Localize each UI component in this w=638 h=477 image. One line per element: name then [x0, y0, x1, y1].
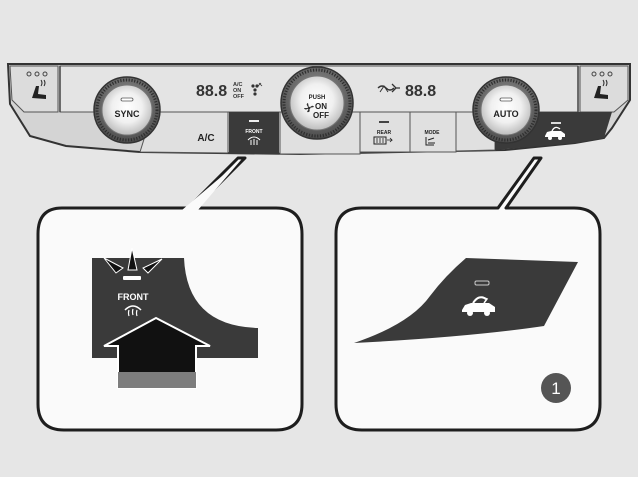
push-label: PUSH: [309, 95, 326, 101]
auto-label: AUTO: [493, 109, 518, 119]
callout-left-pointer: [182, 160, 241, 210]
recirculation-icon: [462, 296, 495, 316]
recirculation-icon: [545, 126, 565, 140]
rear-defrost-button[interactable]: REAR: [359, 111, 411, 153]
airflow-mode-icon: [425, 137, 435, 146]
left-temperature-display: 88.8: [196, 83, 227, 100]
right-temperature-display: 88.8: [405, 83, 436, 100]
fan-control-knob[interactable]: PUSH ON OFF: [280, 66, 354, 140]
rear-label: REAR: [377, 130, 392, 136]
front-defrost-button[interactable]: FRONT: [229, 112, 279, 154]
climate-panel: A/C FRONT REAR: [6, 63, 631, 156]
ac-status-line3: OFF: [233, 94, 245, 100]
front-defrost-icon: [124, 305, 142, 317]
front-defrost-icon: [247, 136, 261, 145]
left-temperature-knob[interactable]: SYNC: [93, 76, 161, 144]
mode-label: MODE: [425, 130, 441, 136]
seat-heater-icon: [32, 79, 46, 99]
ac-status-indicator: A/C ON OFF: [233, 82, 245, 100]
mode-button[interactable]: MODE: [409, 111, 457, 153]
callout-recirculation: 1: [334, 156, 602, 432]
rear-defrost-icon: [373, 136, 393, 145]
off-label: OFF: [313, 111, 329, 120]
on-label: ON: [315, 102, 327, 111]
sync-label: SYNC: [114, 109, 140, 119]
marker-number: 1: [551, 379, 560, 398]
indicator-light: [103, 247, 163, 280]
ac-status-line2: ON: [233, 88, 241, 94]
fan-icon: [304, 103, 314, 113]
zoomed-recirculation-button[interactable]: [354, 258, 578, 343]
left-seat-heater-button[interactable]: [9, 65, 59, 113]
zoomed-front-label: FRONT: [118, 292, 149, 302]
ac-button-label: A/C: [197, 133, 214, 144]
callout-front-defrost: FRONT: [36, 156, 304, 432]
airflow-display-icon: [377, 83, 400, 93]
front-label: FRONT: [245, 129, 262, 135]
marker-1: 1: [541, 373, 571, 403]
press-arrow: [103, 316, 211, 389]
seat-heater-icon: [594, 79, 608, 99]
right-seat-heater-button[interactable]: [579, 65, 629, 113]
ac-button[interactable]: A/C: [197, 133, 214, 144]
ac-status-line1: A/C: [233, 82, 243, 88]
fan-speed-icon: [251, 82, 263, 96]
right-temperature-knob[interactable]: AUTO: [472, 76, 540, 144]
